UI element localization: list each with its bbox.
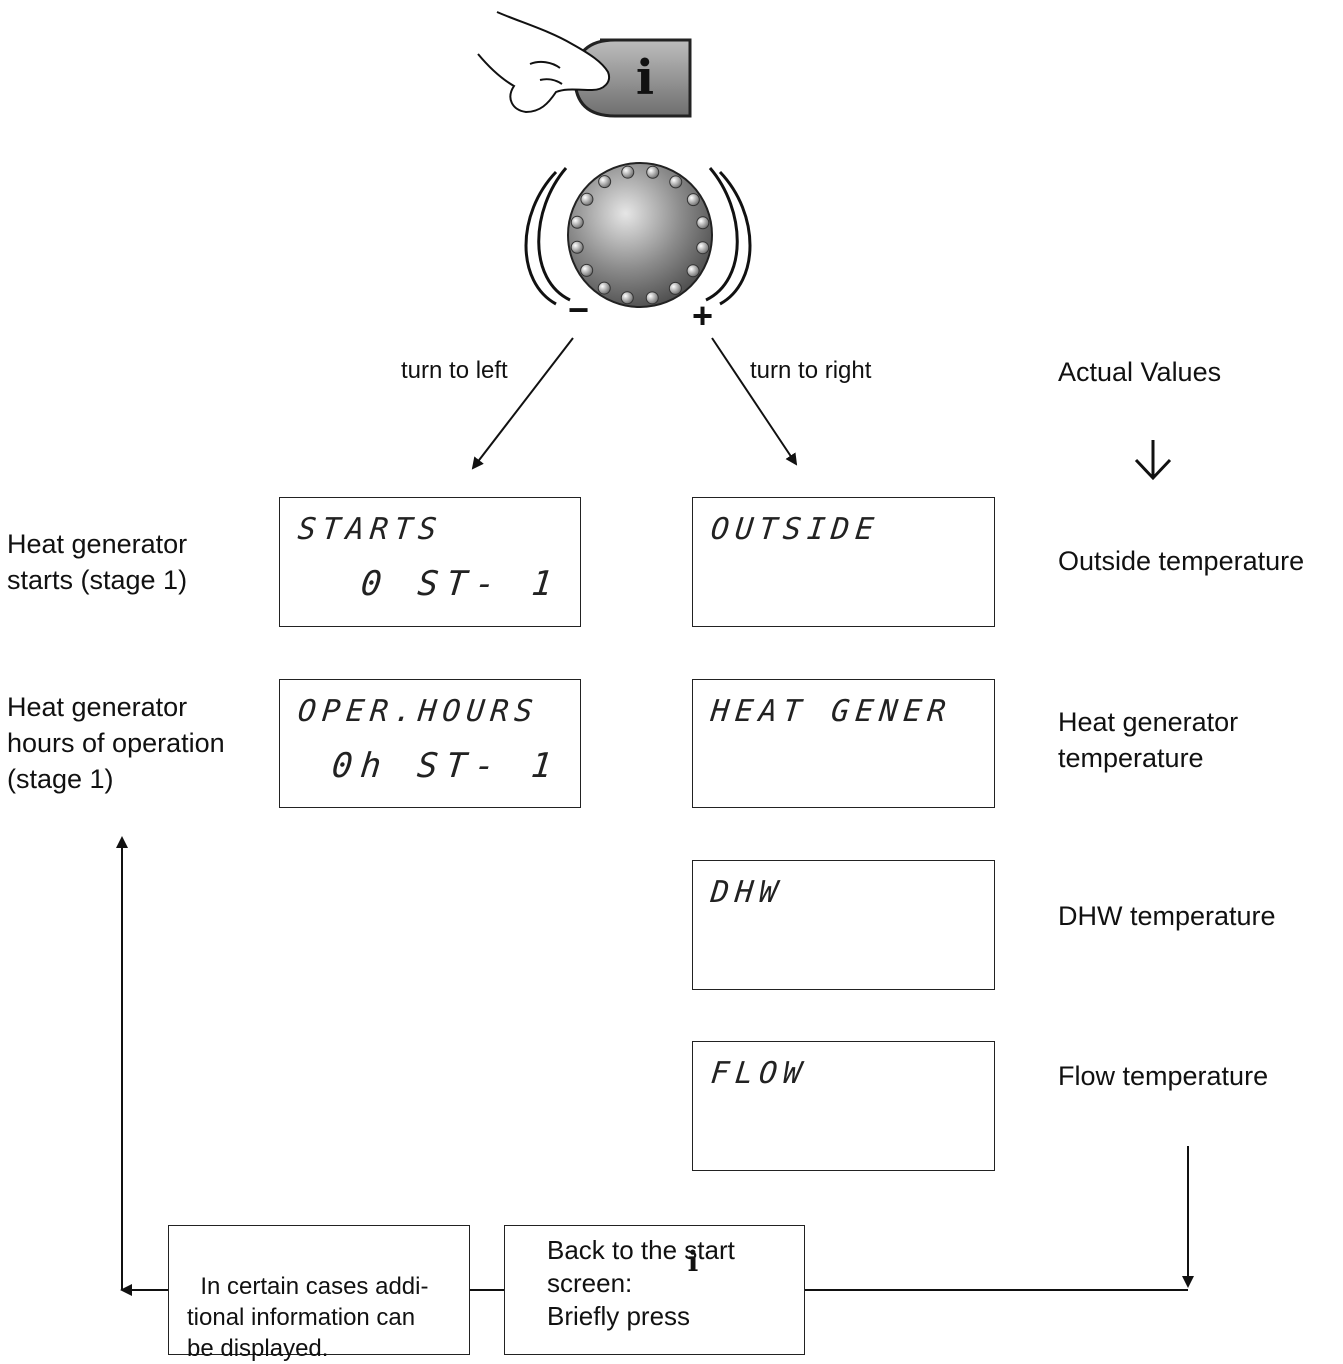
- actual-values-heading: Actual Values: [1058, 357, 1222, 387]
- display-heat-gener-top: HEAT GENER: [709, 694, 954, 729]
- left-turn-arrow: [471, 337, 574, 470]
- inline-info-icon: i: [687, 1245, 699, 1278]
- knob-grip-dot: [696, 241, 710, 255]
- display-hours-bottom: 0h ST- 1: [330, 746, 563, 786]
- knob-grip-dot: [686, 193, 700, 207]
- outside-temperature-label: Outside temperature: [1058, 546, 1305, 576]
- right-turn-arrow: [711, 337, 798, 466]
- knob-grip-dot: [580, 263, 594, 277]
- knob-plus-sign: +: [692, 295, 714, 336]
- starts-label: Heat generator starts (stage 1): [7, 529, 188, 595]
- display-flow-top: FLOW: [709, 1056, 810, 1091]
- display-flow: FLOW: [692, 1041, 995, 1171]
- flow-temperature-label: Flow temperature: [1058, 1061, 1269, 1091]
- display-starts: STARTS 0 ST- 1: [279, 497, 581, 627]
- dhw-temperature-label: DHW temperature: [1058, 901, 1276, 931]
- knob-grip-dot: [696, 216, 710, 230]
- heat-generator-temperature-label: Heat generator temperature: [1058, 707, 1239, 773]
- display-dhw-top: DHW: [709, 875, 786, 910]
- rotary-knob[interactable]: [567, 162, 713, 308]
- back-to-start-note: Back to the start screen: Briefly press: [504, 1225, 805, 1355]
- display-starts-top: STARTS: [296, 512, 445, 547]
- turn-right-label: turn to right: [750, 357, 872, 384]
- back-to-start-line1: Back to the start: [547, 1235, 735, 1265]
- down-arrow-icon: [1134, 440, 1172, 481]
- display-outside: OUTSIDE: [692, 497, 995, 627]
- knob-grip-dot: [570, 240, 584, 254]
- hand-icon: [477, 11, 610, 114]
- knob-grip-dot: [621, 165, 635, 179]
- additional-info-text: In certain cases addi- tional informatio…: [187, 1273, 429, 1362]
- knob-grip-dot: [597, 281, 611, 295]
- display-outside-top: OUTSIDE: [709, 512, 882, 547]
- back-to-start-line3: Briefly press: [547, 1301, 691, 1331]
- knob-grip-dot: [580, 192, 594, 206]
- knob-grip-dot: [620, 291, 634, 305]
- display-hours-top: OPER.HOURS: [296, 694, 541, 729]
- knob-grip-dot: [645, 291, 659, 305]
- display-heat-gener: HEAT GENER: [692, 679, 995, 808]
- hours-label: Heat generator hours of operation (stage…: [7, 692, 225, 794]
- additional-info-note: In certain cases addi- tional informatio…: [168, 1225, 470, 1362]
- knob-grip-dot: [686, 264, 700, 278]
- knob-grip-dot: [646, 165, 660, 179]
- info-icon: i: [635, 50, 655, 106]
- knob-grip-dot: [598, 175, 612, 189]
- display-starts-bottom: 0 ST- 1: [358, 564, 563, 604]
- display-dhw: DHW: [692, 860, 995, 990]
- knob-grip-dot: [668, 281, 682, 295]
- back-to-start-line2: screen:: [547, 1268, 633, 1298]
- display-hours: OPER.HOURS 0h ST- 1: [279, 679, 581, 808]
- knob-minus-sign: −: [568, 289, 590, 330]
- knob-grip-dot: [570, 215, 584, 229]
- knob-grip-dot: [669, 175, 683, 189]
- knob-rotation-arcs: [524, 167, 752, 306]
- turn-left-label: turn to left: [401, 357, 508, 384]
